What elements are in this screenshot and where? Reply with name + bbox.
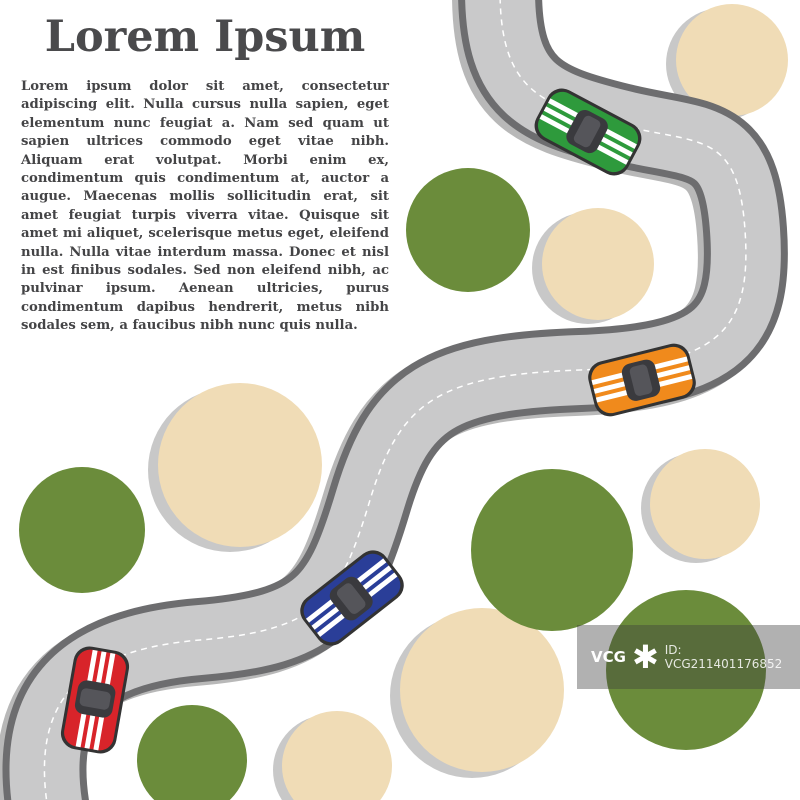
watermark-logo: VCG bbox=[591, 648, 626, 666]
sand-circle bbox=[148, 383, 322, 552]
sand-circles bbox=[148, 4, 788, 800]
grass-circles bbox=[19, 168, 766, 800]
body-text: Lorem ipsum dolor sit amet, consectetur … bbox=[21, 79, 389, 334]
watermark: VCG ✱ ID: VCG211401176852 bbox=[577, 625, 800, 689]
sand-circle bbox=[390, 608, 564, 778]
watermark-id: ID: VCG211401176852 bbox=[664, 643, 783, 671]
grass-circle bbox=[19, 467, 145, 593]
page-title: Lorem Ipsum bbox=[44, 12, 366, 62]
sand-circle bbox=[532, 208, 654, 324]
sand-circle bbox=[641, 449, 760, 563]
burst-icon: ✱ bbox=[631, 638, 659, 676]
grass-circle bbox=[406, 168, 530, 292]
grass-circle bbox=[137, 705, 247, 800]
grass-circle bbox=[606, 590, 766, 750]
sand-circle bbox=[273, 711, 392, 800]
sand-circle bbox=[666, 4, 788, 120]
grass-circle bbox=[471, 469, 633, 631]
